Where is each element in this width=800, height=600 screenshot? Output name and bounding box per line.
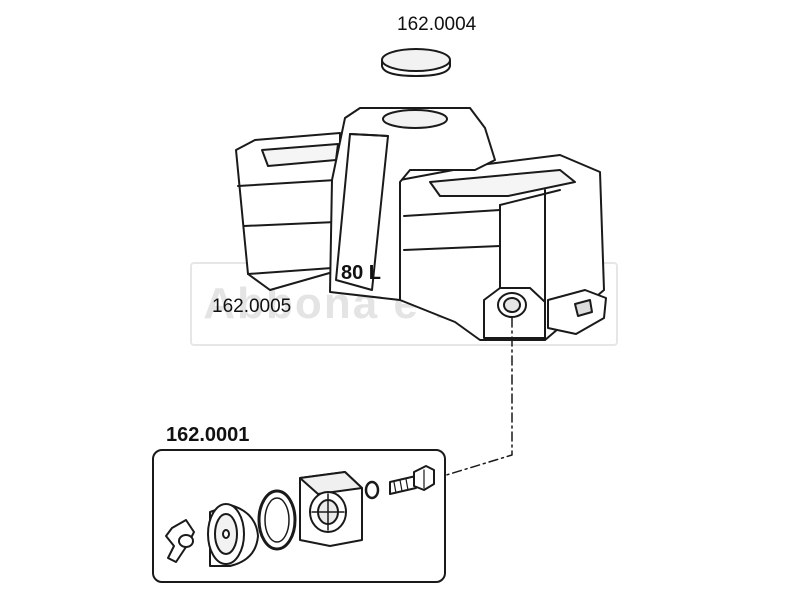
- o-ring: [257, 489, 297, 551]
- plug-disk: [207, 503, 259, 567]
- trough-part-number: 162.0005: [212, 296, 292, 317]
- gasket-plate: [299, 471, 363, 547]
- cap-disk: [381, 48, 451, 77]
- assembly-leader-line: [173, 317, 513, 559]
- wing-nut: [165, 519, 195, 563]
- bolt: [389, 465, 435, 495]
- cap-part-number: 162.0004: [397, 14, 477, 35]
- washer: [364, 480, 380, 500]
- kit-part-number: 162.0001: [166, 424, 250, 446]
- trough-body: [235, 107, 607, 341]
- volume-label: 80 L: [341, 262, 382, 284]
